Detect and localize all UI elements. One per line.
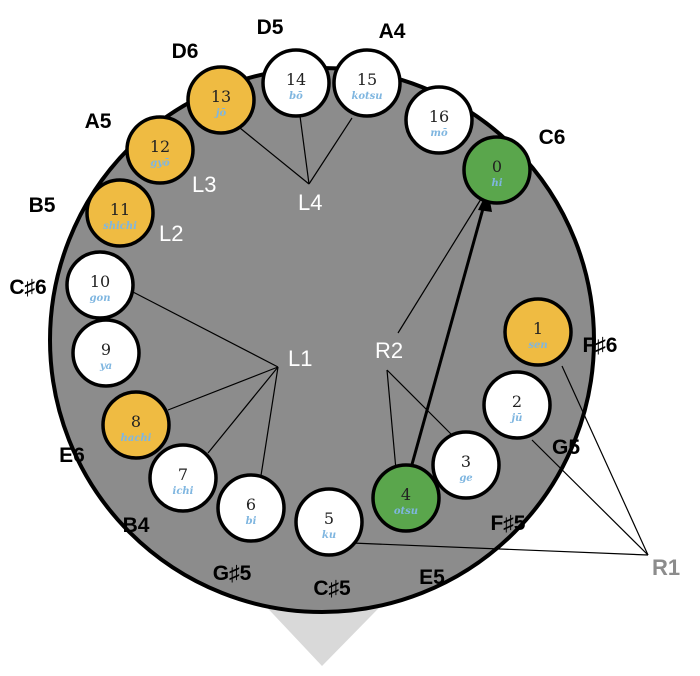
note-label: D6 xyxy=(172,40,199,63)
label-L3: L3 xyxy=(192,172,216,197)
hole-circle xyxy=(371,463,441,533)
hole-number: 11 xyxy=(110,200,130,219)
note-label: B4 xyxy=(123,514,150,537)
hole-romaji: bō xyxy=(289,91,303,102)
hole-circle xyxy=(261,48,331,118)
hole-circle xyxy=(125,115,195,185)
hole-5: 5 ku xyxy=(294,487,364,557)
note-label: C♯6 xyxy=(9,276,46,299)
note-label: E6 xyxy=(59,444,85,467)
hole-romaji: mō xyxy=(430,128,448,139)
hole-romaji: jō xyxy=(214,108,227,119)
note-label: E5 xyxy=(419,566,445,589)
hole-number: 1 xyxy=(533,319,543,338)
note-label: A4 xyxy=(379,20,406,43)
hole-11: 11 shichi xyxy=(85,178,155,248)
hole-number: 7 xyxy=(178,465,188,484)
connector-lines xyxy=(132,115,649,556)
hole-number: 13 xyxy=(211,87,231,106)
note-label: D5 xyxy=(257,16,284,39)
hole-13: 13 jō xyxy=(186,65,256,135)
hole-circle xyxy=(85,178,155,248)
hole-number: 3 xyxy=(461,452,471,471)
hole-12: 12 gyō xyxy=(125,115,195,185)
hole-0: 0 hi xyxy=(462,135,532,205)
label-R1: R1 xyxy=(652,555,680,580)
hole-circle xyxy=(482,370,552,440)
hole-circle xyxy=(503,297,573,367)
hole-circle xyxy=(431,430,501,500)
hole-romaji: shichi xyxy=(103,221,137,232)
hole-romaji: sen xyxy=(528,340,547,351)
label-L4: L4 xyxy=(298,190,322,215)
hole-number: 10 xyxy=(90,272,110,291)
hole-circle xyxy=(404,85,474,155)
arrow-4-to-0 xyxy=(409,204,486,469)
hole-number: 0 xyxy=(492,157,502,176)
hole-number: 2 xyxy=(512,392,522,411)
hole-14: 14 bō xyxy=(261,48,331,118)
hole-circle xyxy=(71,318,141,388)
hole-6: 6 bi xyxy=(216,473,286,543)
note-label: G5 xyxy=(552,436,580,459)
note-label: B5 xyxy=(29,194,56,217)
hole-circle xyxy=(101,390,171,460)
hole-number: 16 xyxy=(429,107,449,126)
hole-romaji: bi xyxy=(246,516,257,527)
hole-number: 5 xyxy=(324,509,334,528)
hole-romaji: ichi xyxy=(173,486,194,497)
hole-romaji: jū xyxy=(510,413,523,424)
hole-romaji: gon xyxy=(90,293,111,304)
hole-circle xyxy=(65,250,135,320)
hole-number: 12 xyxy=(150,137,170,156)
hole-romaji: otsu xyxy=(394,506,418,517)
hole-10: 10 gon xyxy=(65,250,135,320)
note-label: G♯5 xyxy=(213,562,252,585)
hole-9: 9 ya xyxy=(71,318,141,388)
hole-7: 7 ichi xyxy=(148,443,218,513)
hole-romaji: gyō xyxy=(150,158,170,169)
hole-number: 4 xyxy=(401,485,411,504)
hole-circle xyxy=(186,65,256,135)
label-L2: L2 xyxy=(159,221,183,246)
hole-number: 8 xyxy=(131,412,141,431)
label-L1: L1 xyxy=(288,346,312,371)
note-label: A5 xyxy=(85,110,112,133)
hole-number: 6 xyxy=(246,495,256,514)
hole-circle xyxy=(332,48,402,118)
note-label: F♯5 xyxy=(490,512,525,535)
hole-16: 16 mō xyxy=(404,85,474,155)
label-R2: R2 xyxy=(375,338,403,363)
note-label: F♯6 xyxy=(582,334,617,357)
note-label: C6 xyxy=(539,126,566,149)
hole-1: 1 sen xyxy=(503,297,573,367)
hole-2: 2 jū xyxy=(482,370,552,440)
hole-romaji: kotsu xyxy=(351,91,382,102)
hole-romaji: ya xyxy=(99,361,112,372)
hole-circle xyxy=(462,135,532,205)
hole-circle xyxy=(216,473,286,543)
hole-romaji: ge xyxy=(459,473,472,484)
hole-circle xyxy=(294,487,364,557)
hole-number: 15 xyxy=(357,70,377,89)
hole-number: 9 xyxy=(101,340,111,359)
hole-romaji: ku xyxy=(322,530,336,541)
note-label: C♯5 xyxy=(313,577,351,600)
hole-3: 3 ge xyxy=(431,430,501,500)
hole-15: 15 kotsu xyxy=(332,48,402,118)
hole-4: 4 otsu xyxy=(371,463,441,533)
hole-romaji: hachi xyxy=(121,433,152,444)
hole-8: 8 hachi xyxy=(101,390,171,460)
hole-romaji: hi xyxy=(491,178,502,189)
hole-circle xyxy=(148,443,218,513)
hole-number: 14 xyxy=(286,70,306,89)
